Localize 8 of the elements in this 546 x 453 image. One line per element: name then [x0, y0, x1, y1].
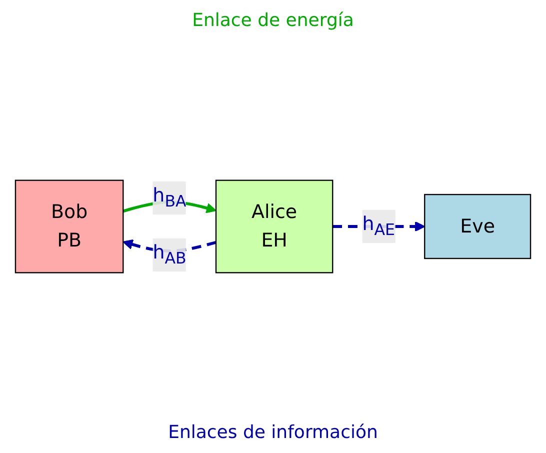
node-box: Eve	[424, 194, 532, 260]
link-group-label: Enlace de energía	[192, 10, 354, 31]
node-box: Bob PB	[14, 180, 124, 274]
node-box: Alice EH	[215, 180, 334, 274]
link-group-label: Enlaces de información	[168, 422, 378, 443]
edge-label: h$_{BA}$	[152, 184, 186, 212]
edge-label: h$_{AB}$	[152, 240, 186, 268]
edge-label: h$_{AE}$	[362, 212, 396, 240]
